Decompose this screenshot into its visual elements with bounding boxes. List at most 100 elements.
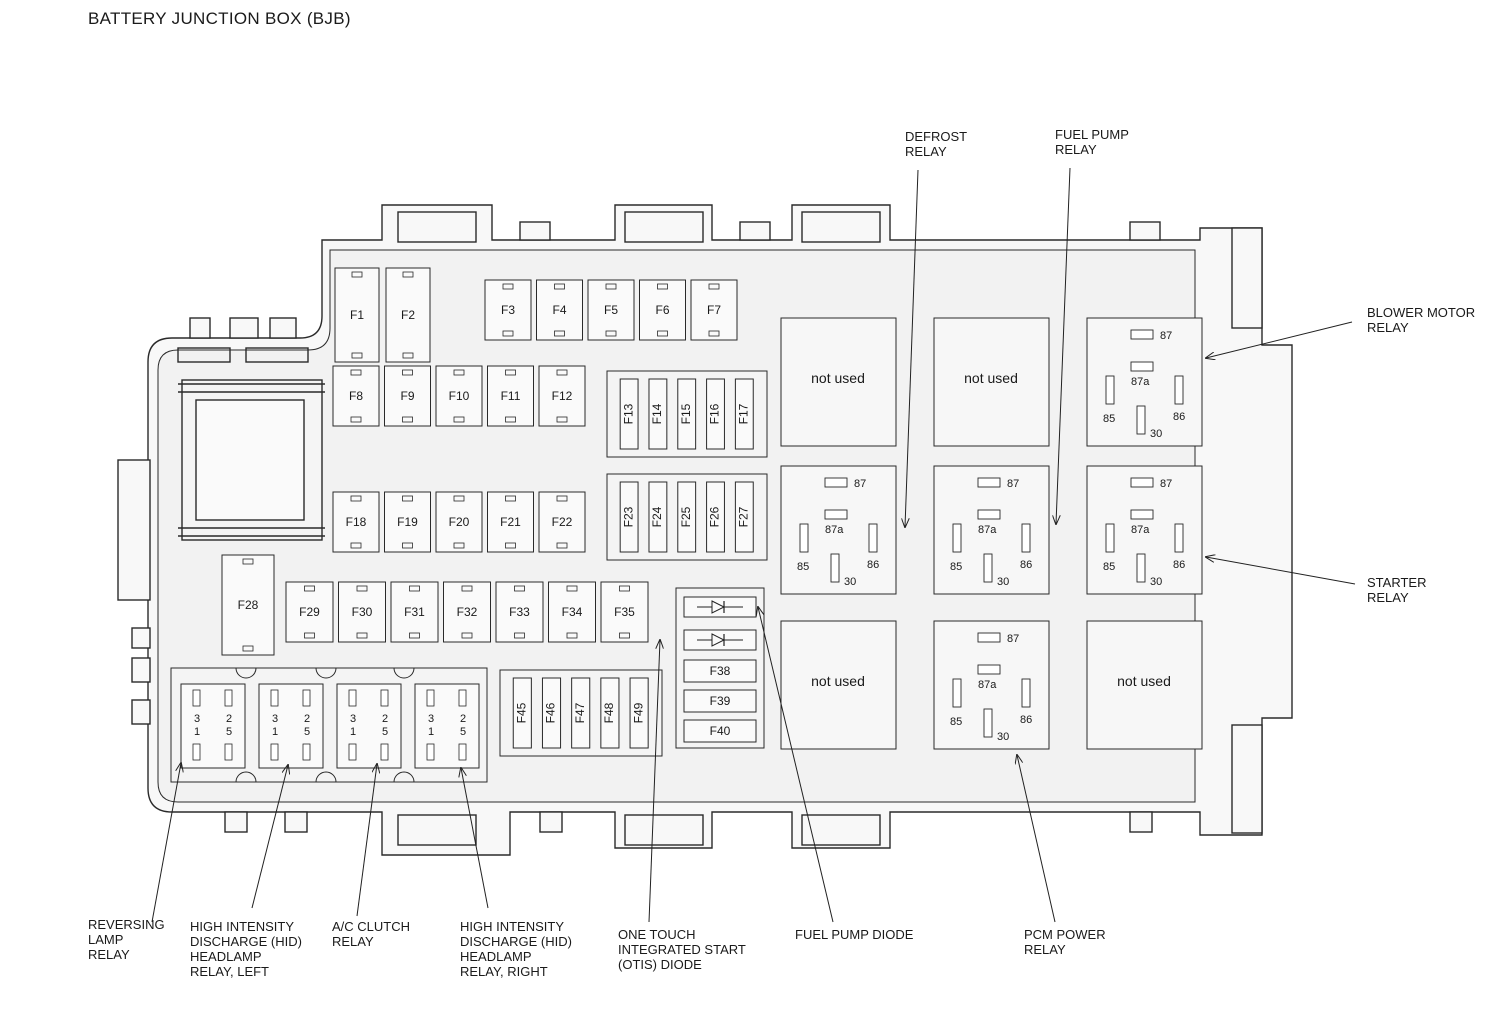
terminal-87a bbox=[824, 509, 848, 520]
callout-text: LAMP bbox=[88, 932, 123, 947]
fuse-f14: F14 bbox=[648, 378, 668, 450]
callout-text: RELAY, RIGHT bbox=[460, 964, 548, 979]
terminal bbox=[380, 689, 389, 707]
frame-notch bbox=[315, 771, 337, 783]
fuse-f28: F28 bbox=[221, 554, 275, 656]
fuse-terminal bbox=[409, 632, 420, 639]
relay-slot-unused-1: not used bbox=[780, 317, 897, 447]
fuse-body bbox=[734, 481, 754, 553]
fuse-f25: F25 bbox=[677, 481, 697, 553]
leader-arrow bbox=[1206, 557, 1356, 585]
leader-arrow bbox=[1056, 167, 1071, 524]
fuse-terminal bbox=[350, 369, 362, 376]
pin-label-30: 30 bbox=[997, 731, 1009, 743]
fuse-body bbox=[484, 279, 532, 341]
fuse-body bbox=[334, 267, 380, 363]
pin-label-2: 2 bbox=[382, 713, 388, 725]
fuse-body bbox=[390, 581, 439, 643]
terminal-85 bbox=[799, 523, 809, 553]
fuse-f13: F13 bbox=[619, 378, 639, 450]
terminal bbox=[348, 743, 357, 761]
terminal-87 bbox=[1130, 329, 1154, 340]
pin-label-87a: 87a bbox=[1131, 376, 1150, 388]
fuse-f5: F5 bbox=[587, 279, 635, 341]
fuse-label: F48 bbox=[602, 702, 616, 723]
fuse-f23: F23 bbox=[619, 481, 639, 553]
diode-symbol-icon bbox=[711, 600, 726, 614]
fuse-f45: F45 bbox=[512, 677, 532, 749]
fuse-label: F4 bbox=[552, 303, 566, 317]
callout-text: ONE TOUCH bbox=[618, 927, 696, 942]
fuse-body bbox=[648, 481, 668, 553]
callout-text: HEADLAMP bbox=[190, 949, 262, 964]
relay-body bbox=[180, 683, 246, 769]
fuse-terminal bbox=[461, 585, 473, 592]
fuse-terminal bbox=[356, 632, 368, 639]
terminal-86 bbox=[868, 523, 878, 553]
fuse-terminal bbox=[350, 416, 362, 423]
callout-text: RELAY bbox=[1367, 320, 1409, 335]
fuse-terminal bbox=[402, 416, 413, 423]
fuse-body bbox=[541, 677, 562, 749]
fuse-f9: F9 bbox=[384, 365, 431, 427]
fuse-label: F40 bbox=[710, 724, 731, 738]
pin-label-5: 5 bbox=[460, 726, 466, 738]
fuse-terminal bbox=[402, 352, 414, 359]
callout-text: STARTER bbox=[1367, 575, 1426, 590]
fuse-label: F13 bbox=[621, 403, 635, 424]
pin-label-2: 2 bbox=[226, 713, 232, 725]
fuse-body bbox=[538, 365, 586, 427]
fuse-terminal bbox=[505, 416, 516, 423]
fuse-body bbox=[538, 491, 586, 553]
callout-fuel-pump-diode: FUEL PUMP DIODE bbox=[758, 607, 914, 942]
fuse-label: F3 bbox=[501, 303, 515, 317]
callout-text: FUEL PUMP bbox=[1055, 127, 1129, 142]
terminal bbox=[192, 689, 201, 707]
pin-label-85: 85 bbox=[950, 561, 962, 573]
terminal bbox=[348, 689, 357, 707]
leader-arrow bbox=[251, 765, 288, 909]
fuse-terminal bbox=[619, 632, 630, 639]
fuse-f4: F4 bbox=[536, 279, 583, 341]
fuse-label: F18 bbox=[346, 515, 367, 529]
leader-arrow bbox=[648, 640, 660, 923]
fuse-label: F19 bbox=[397, 515, 418, 529]
fuse-f21: F21 bbox=[487, 491, 534, 553]
terminal-30 bbox=[983, 708, 993, 738]
fuse-f1: F1 bbox=[334, 267, 380, 363]
fuse-terminal bbox=[356, 585, 368, 592]
fuse-f32: F32 bbox=[443, 581, 491, 643]
pin-label-86: 86 bbox=[867, 559, 879, 571]
callout-text: RELAY bbox=[1367, 590, 1409, 605]
pin-label-86: 86 bbox=[1173, 411, 1185, 423]
terminal bbox=[192, 743, 201, 761]
pin-label-30: 30 bbox=[1150, 576, 1162, 588]
fuse-f40: F40 bbox=[683, 719, 757, 743]
fuse-label: F7 bbox=[707, 303, 721, 317]
fuse-label: F6 bbox=[655, 303, 669, 317]
terminal bbox=[426, 689, 435, 707]
pin-label-85: 85 bbox=[1103, 413, 1115, 425]
fuse-body bbox=[639, 279, 686, 341]
fuse-terminal bbox=[453, 495, 465, 502]
fuse-terminal bbox=[304, 632, 315, 639]
pin-label-87: 87 bbox=[1160, 478, 1172, 490]
fuse-terminal bbox=[708, 330, 720, 337]
terminal-85 bbox=[952, 678, 962, 708]
fuse-label: F16 bbox=[708, 403, 722, 424]
leader-arrow bbox=[758, 607, 834, 923]
terminal bbox=[458, 743, 467, 761]
fuse-label: F24 bbox=[650, 506, 664, 527]
fuse-f48: F48 bbox=[600, 677, 620, 749]
fuse-body bbox=[443, 581, 491, 643]
terminal bbox=[224, 689, 233, 707]
